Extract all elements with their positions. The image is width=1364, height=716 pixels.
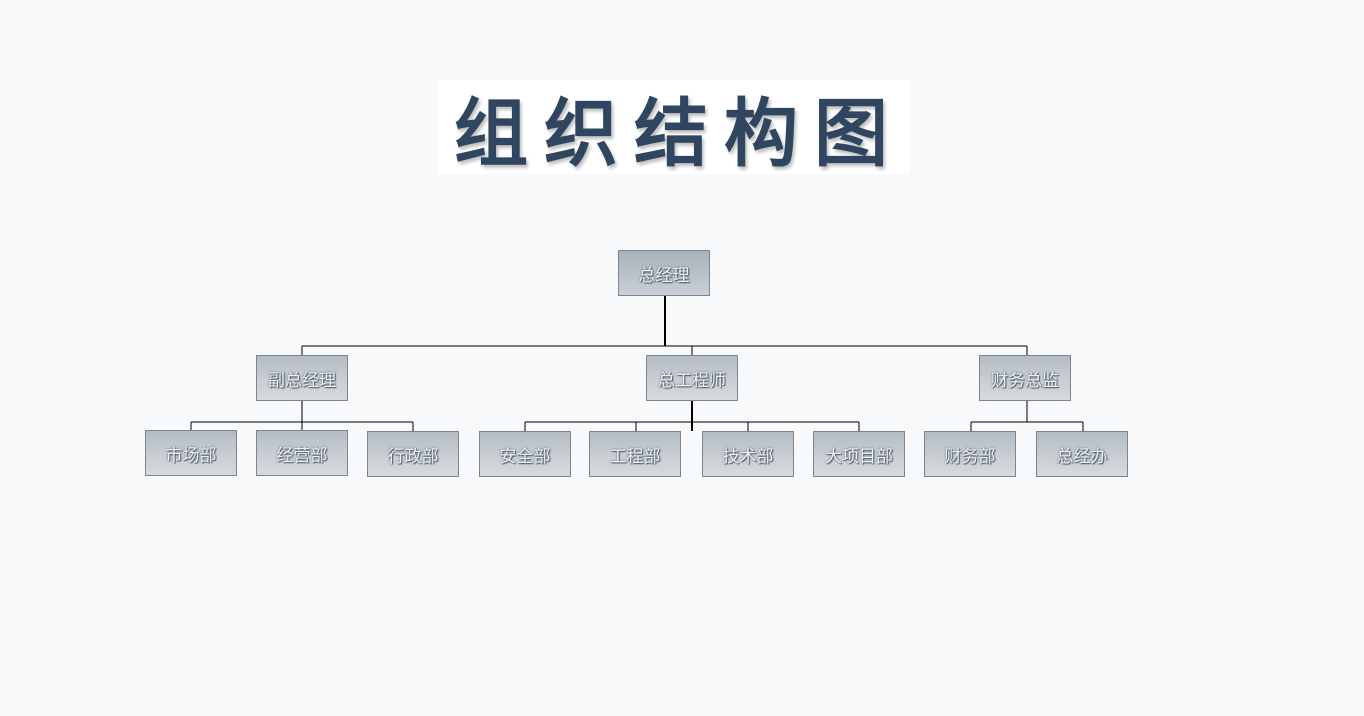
node-operations-dept[interactable]: 经营部 — [256, 430, 348, 476]
node-marketing-dept[interactable]: 市场部 — [145, 430, 237, 476]
node-chief-engineer[interactable]: 总工程师 — [646, 355, 738, 401]
node-major-projects-dept[interactable]: 大项目部 — [813, 431, 905, 477]
node-deputy-general-manager[interactable]: 副总经理 — [256, 355, 348, 401]
node-general-manager[interactable]: 总经理 — [618, 250, 710, 296]
title-banner: 组织结构图 — [438, 80, 910, 177]
node-technology-dept[interactable]: 技术部 — [702, 431, 794, 477]
node-general-office[interactable]: 总经办 — [1036, 431, 1128, 477]
node-safety-dept[interactable]: 安全部 — [479, 431, 571, 477]
page-title: 组织结构图 — [454, 90, 904, 177]
node-engineering-dept[interactable]: 工程部 — [589, 431, 681, 477]
node-administration-dept[interactable]: 行政部 — [367, 431, 459, 477]
node-finance-dept[interactable]: 财务部 — [924, 431, 1016, 477]
node-chief-financial-officer[interactable]: 财务总监 — [979, 355, 1071, 401]
